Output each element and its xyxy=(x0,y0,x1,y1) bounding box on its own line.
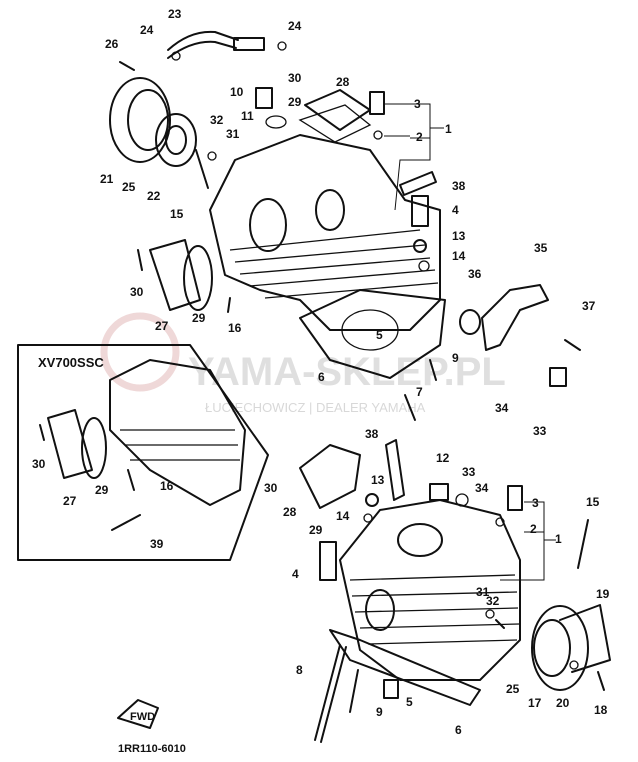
mount-bracket xyxy=(481,284,549,351)
callout-27-upper: 27 xyxy=(155,319,169,333)
callout-29-cover: 29 xyxy=(192,311,206,325)
breather-hose xyxy=(167,30,239,51)
callout-32-upper: 32 xyxy=(210,113,224,127)
callout-34-upper: 34 xyxy=(495,401,509,415)
callout-31-upper: 31 xyxy=(226,127,240,141)
valve-cap xyxy=(304,89,371,131)
callout-12: 12 xyxy=(436,451,450,465)
valve-cover xyxy=(299,444,361,509)
callout-35: 35 xyxy=(534,241,548,255)
forward-direction-badge: FWD xyxy=(117,699,159,729)
drawing-code: 1RR110-6010 xyxy=(118,743,186,755)
lower-head-assembly xyxy=(299,439,611,743)
callout-29-lower: 29 xyxy=(309,523,323,537)
callout-2-lower: 2 xyxy=(530,522,537,536)
callout-4-lower: 4 xyxy=(292,567,299,581)
callout-1-upper: 1 xyxy=(445,122,452,136)
callout-25-lower: 25 xyxy=(506,682,520,696)
inset-pipe xyxy=(111,514,141,531)
callout-39: 39 xyxy=(150,537,164,551)
upper-cylinder-head xyxy=(209,134,441,331)
callout-38-upper: 38 xyxy=(452,179,466,193)
callout-29-inset: 29 xyxy=(95,483,109,497)
callout-7-upper: 7 xyxy=(416,385,423,399)
callout-11-upper: 11 xyxy=(241,109,254,123)
callout-13-lower: 13 xyxy=(371,473,385,487)
forward-label: FWD xyxy=(130,711,155,723)
callout-1-lower: 1 xyxy=(555,532,562,546)
callout-33-upper: 33 xyxy=(533,424,547,438)
callout-30-cover: 30 xyxy=(130,285,144,299)
lower-head-gasket xyxy=(329,629,481,706)
callout-10-upper: 10 xyxy=(230,85,244,99)
callout-16-inset: 16 xyxy=(160,479,174,493)
callout-labels: 1 2 3 4 5 6 7 9 10 11 13 14 15 16 21 22 … xyxy=(32,7,610,737)
callout-17: 17 xyxy=(528,696,542,710)
callout-6-upper: 6 xyxy=(318,370,325,384)
spark-plug xyxy=(399,171,437,196)
callout-18: 18 xyxy=(594,703,608,717)
callout-38-lower: 38 xyxy=(365,427,379,441)
callout-37: 37 xyxy=(582,299,596,313)
callout-9-upper: 9 xyxy=(452,351,459,365)
callout-31-lower: 31 xyxy=(476,585,490,599)
callout-30-cap: 30 xyxy=(288,71,302,85)
inset-frame xyxy=(17,344,269,561)
callout-36: 36 xyxy=(468,267,482,281)
watermark: YAMA-SKLEP.PL ŁUCIECHOWICZ | DEALER YAMA… xyxy=(100,312,506,415)
callout-34-lower: 34 xyxy=(475,481,489,495)
callout-28-upper: 28 xyxy=(336,75,350,89)
callout-22: 22 xyxy=(147,189,161,203)
callout-24-right: 24 xyxy=(288,19,302,33)
callout-30-inset: 30 xyxy=(32,457,46,471)
callout-3-upper: 3 xyxy=(414,97,421,111)
callout-5-lower: 5 xyxy=(406,695,413,709)
upper-head-assembly xyxy=(109,30,581,421)
inset-xv700ssc: XV700SSC xyxy=(17,344,269,561)
callout-14-upper: 14 xyxy=(452,249,466,263)
callout-25-upper: 25 xyxy=(122,180,136,194)
callout-3-lower: 3 xyxy=(532,496,539,510)
inset-title: XV700SSC xyxy=(38,355,104,370)
callout-6-lower: 6 xyxy=(455,723,462,737)
callout-32-lower: 32 xyxy=(486,594,500,608)
callout-26: 26 xyxy=(105,37,119,51)
lower-cylinder-head xyxy=(339,499,521,681)
callout-20: 20 xyxy=(556,696,570,710)
callout-27-inset: 27 xyxy=(63,494,77,508)
callout-28-lower: 28 xyxy=(283,505,297,519)
watermark-brand: YAMA-SKLEP.PL xyxy=(188,350,506,394)
callout-8: 8 xyxy=(296,663,303,677)
callout-24-left: 24 xyxy=(140,23,154,37)
callout-13-upper: 13 xyxy=(452,229,466,243)
callout-23: 23 xyxy=(168,7,182,21)
callout-5-upper: 5 xyxy=(376,328,383,342)
leader-lines xyxy=(384,103,556,581)
callout-30-lower: 30 xyxy=(264,481,278,495)
watermark-logo xyxy=(100,312,180,392)
cylinder-stud xyxy=(314,644,341,741)
lower-side-cover xyxy=(531,605,589,691)
callout-16-upper: 16 xyxy=(228,321,242,335)
callout-33-lower: 33 xyxy=(462,465,476,479)
callout-29-cap: 29 xyxy=(288,95,302,109)
callout-21: 21 xyxy=(100,172,114,186)
head-gasket xyxy=(299,289,446,379)
callout-14-lower: 14 xyxy=(336,509,350,523)
callout-19: 19 xyxy=(596,587,610,601)
side-cover xyxy=(109,77,171,163)
tappet-cover xyxy=(149,239,201,311)
callout-2-upper: 2 xyxy=(416,130,423,144)
callout-15-upper: 15 xyxy=(170,207,184,221)
cover-gasket xyxy=(155,113,197,167)
callout-15-lower: 15 xyxy=(586,495,600,509)
watermark-tagline: ŁUCIECHOWICZ | DEALER YAMAHA xyxy=(205,400,426,415)
callout-9-lower: 9 xyxy=(376,705,383,719)
callout-4-upper: 4 xyxy=(452,203,459,217)
